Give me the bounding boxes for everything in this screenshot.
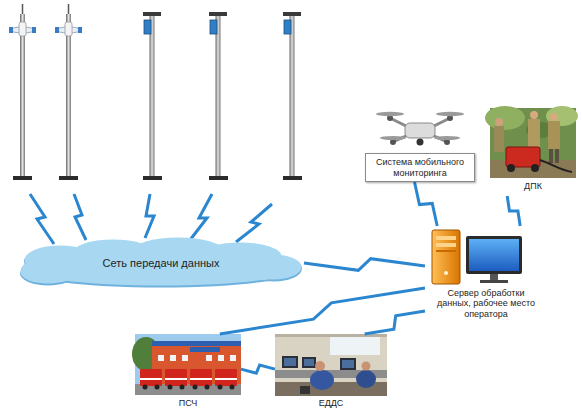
photo-node: ДПК bbox=[490, 108, 576, 196]
camera-pole bbox=[143, 12, 162, 180]
radio-bolt bbox=[30, 194, 272, 244]
server-node: Сервер обработки данных, рабочее место о… bbox=[425, 226, 547, 326]
photo-node: ПСЧ bbox=[135, 334, 241, 412]
node-label: ДПК bbox=[524, 181, 542, 191]
sensor-pole bbox=[55, 4, 82, 180]
radio-link bbox=[415, 182, 438, 226]
radio-link bbox=[220, 288, 425, 334]
network-cloud: Сеть передачи данных bbox=[18, 236, 304, 290]
camera-pole bbox=[209, 12, 228, 180]
sensor-pole bbox=[9, 4, 36, 180]
radio-link bbox=[304, 259, 425, 271]
node-label: Сервер обработки данных, рабочее место о… bbox=[434, 288, 538, 319]
monitoring-box: Система мобильного мониторинга bbox=[365, 153, 475, 182]
edds-photo bbox=[275, 334, 387, 396]
radio-link bbox=[241, 365, 275, 373]
dpk-photo bbox=[485, 106, 578, 178]
node-label: Сеть передачи данных bbox=[103, 257, 220, 270]
radio-link bbox=[365, 311, 425, 334]
node-label: ПСЧ bbox=[179, 398, 198, 408]
psch-photo bbox=[132, 334, 241, 395]
server-workstation bbox=[432, 230, 522, 284]
drone bbox=[376, 112, 464, 146]
radio-link bbox=[507, 196, 520, 226]
node-label: Система мобильного мониторинга bbox=[369, 157, 471, 178]
camera-pole bbox=[283, 12, 302, 180]
node-label: ЕДДС bbox=[319, 398, 344, 408]
photo-node: ЕДДС bbox=[275, 334, 387, 412]
